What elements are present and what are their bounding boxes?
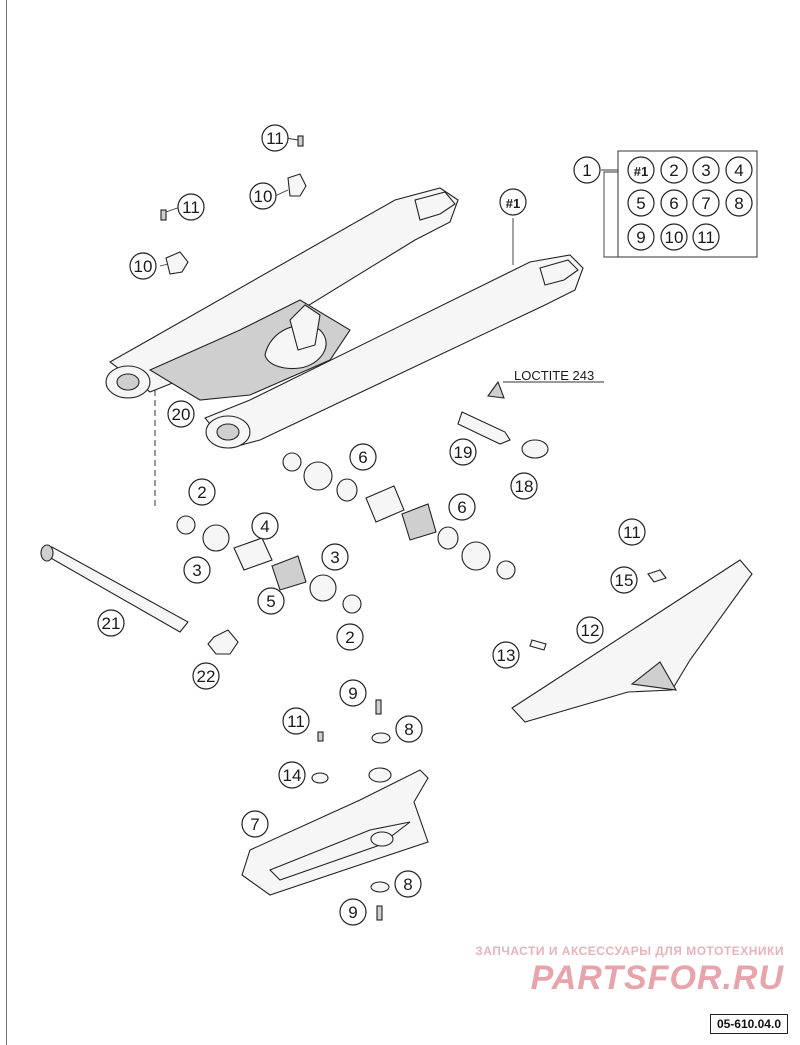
kit-item-3: 3 — [692, 156, 720, 184]
callout-3a-label: 3 — [192, 561, 201, 580]
bolt-and-cap — [457, 380, 549, 459]
callout-11c: 11 — [618, 518, 646, 546]
callout-11b-label: 11 — [182, 198, 200, 217]
callout-15: 15 — [610, 566, 638, 594]
callout-8a-label: 8 — [404, 720, 413, 739]
kit-item-6: 6 — [660, 189, 688, 217]
kit-items: #1 2 3 4 5 6 7 8 9 10 11 — [627, 156, 753, 251]
diagram-code: 05-610.04.0 — [709, 1014, 788, 1034]
callout-8b: 8 — [394, 870, 422, 898]
callout-12-label: 12 — [581, 621, 600, 640]
callout-8b-label: 8 — [403, 875, 412, 894]
callout-11-label: 11 — [266, 129, 284, 148]
callout-11d: 11 — [282, 707, 310, 735]
chain-guard — [511, 559, 753, 723]
callout-8a: 8 — [395, 715, 423, 743]
kit-item-11-label: 11 — [697, 228, 715, 247]
kit-item-4-label: 4 — [734, 161, 743, 180]
callout-9a-label: 9 — [348, 684, 357, 703]
callout-6a: 6 — [349, 443, 377, 471]
callout-18-label: 18 — [515, 477, 534, 496]
clamp-parts-top — [160, 135, 307, 275]
callout-6b-label: 6 — [457, 498, 466, 517]
callout-5: 5 — [257, 587, 285, 615]
bearings-row — [176, 452, 516, 614]
callout-kit: 1 — [573, 156, 601, 184]
callout-3b: 3 — [321, 543, 349, 571]
callout-6a-label: 6 — [358, 448, 367, 467]
watermark-tagline: ЗАПЧАСТИ И АКСЕССУАРЫ ДЛЯ МОТОТЕХНИКИ — [475, 944, 784, 958]
kit-item-11: 11 — [692, 223, 720, 251]
kit-contents-box — [617, 150, 758, 258]
callout-19-label: 19 — [454, 443, 473, 462]
swingarm — [105, 187, 584, 449]
callout-9a: 9 — [339, 679, 367, 707]
kit-item-1: #1 — [627, 156, 655, 184]
callout-13-label: 13 — [497, 646, 516, 665]
callout-21: 21 — [97, 609, 125, 637]
callout-5-label: 5 — [266, 592, 275, 611]
kit-item-1-label: #1 — [634, 164, 648, 179]
callout-3a: 3 — [183, 556, 211, 584]
callout-9b-label: 9 — [348, 903, 357, 922]
callout-11d-label: 11 — [287, 712, 305, 731]
watermark: ЗАПЧАСТИ И АКСЕССУАРЫ ДЛЯ МОТОТЕХНИКИ PA… — [475, 944, 784, 998]
callout-12: 12 — [576, 616, 604, 644]
callout-7: 7 — [241, 810, 269, 838]
kit-item-10: 10 — [660, 223, 688, 251]
kit-item-2: 2 — [660, 156, 688, 184]
kit-item-2-label: 2 — [669, 161, 678, 180]
callout-2a-label: 2 — [197, 483, 206, 502]
callout-kit-label: 1 — [582, 161, 591, 180]
loctite-note: LOCTITE 243 — [514, 368, 594, 383]
callout-22-label: 22 — [197, 667, 216, 686]
chain-slider — [241, 699, 429, 921]
page-edge-line — [6, 0, 7, 1045]
callout-9b: 9 — [339, 898, 367, 926]
kit-item-4: 4 — [725, 156, 753, 184]
callout-22: 22 — [192, 662, 220, 690]
callout-10: 10 — [249, 182, 277, 210]
callout-main-label: #1 — [506, 196, 520, 211]
kit-item-8-label: 8 — [734, 194, 743, 213]
callout-4-label: 4 — [260, 517, 269, 536]
callout-3b-label: 3 — [330, 548, 339, 567]
callout-10b: 10 — [129, 252, 157, 280]
callout-13: 13 — [492, 641, 520, 669]
callout-6b: 6 — [448, 493, 476, 521]
kit-item-9: 9 — [627, 223, 655, 251]
callout-11b: 11 — [177, 193, 205, 221]
pivot-axle — [40, 544, 239, 655]
callout-2a: 2 — [188, 478, 216, 506]
callout-10-label: 10 — [254, 187, 273, 206]
callout-18: 18 — [510, 472, 538, 500]
callout-20-label: 20 — [172, 405, 191, 424]
kit-item-9-label: 9 — [636, 228, 645, 247]
kit-item-6-label: 6 — [669, 194, 678, 213]
callout-4: 4 — [251, 512, 279, 540]
callout-14: 14 — [278, 761, 306, 789]
callout-2b-label: 2 — [345, 628, 354, 647]
callout-10b-label: 10 — [134, 257, 153, 276]
callout-21-label: 21 — [102, 614, 121, 633]
kit-item-8: 8 — [725, 189, 753, 217]
callout-14-label: 14 — [283, 766, 302, 785]
kit-item-7: 7 — [692, 189, 720, 217]
callout-20: 20 — [167, 400, 195, 428]
kit-item-10-label: 10 — [665, 228, 684, 247]
kit-item-3-label: 3 — [701, 161, 710, 180]
callout-2b: 2 — [336, 623, 364, 651]
callout-7-label: 7 — [250, 815, 259, 834]
callout-11: 11 — [261, 124, 289, 152]
kit-item-5-label: 5 — [636, 194, 645, 213]
callout-19: 19 — [449, 438, 477, 466]
kit-item-7-label: 7 — [701, 194, 710, 213]
callout-main: #1 — [499, 188, 527, 216]
callout-15-label: 15 — [615, 571, 634, 590]
kit-item-5: 5 — [627, 189, 655, 217]
watermark-logo: PARTSFOR.RU — [530, 959, 784, 997]
callout-11c-label: 11 — [623, 523, 641, 542]
